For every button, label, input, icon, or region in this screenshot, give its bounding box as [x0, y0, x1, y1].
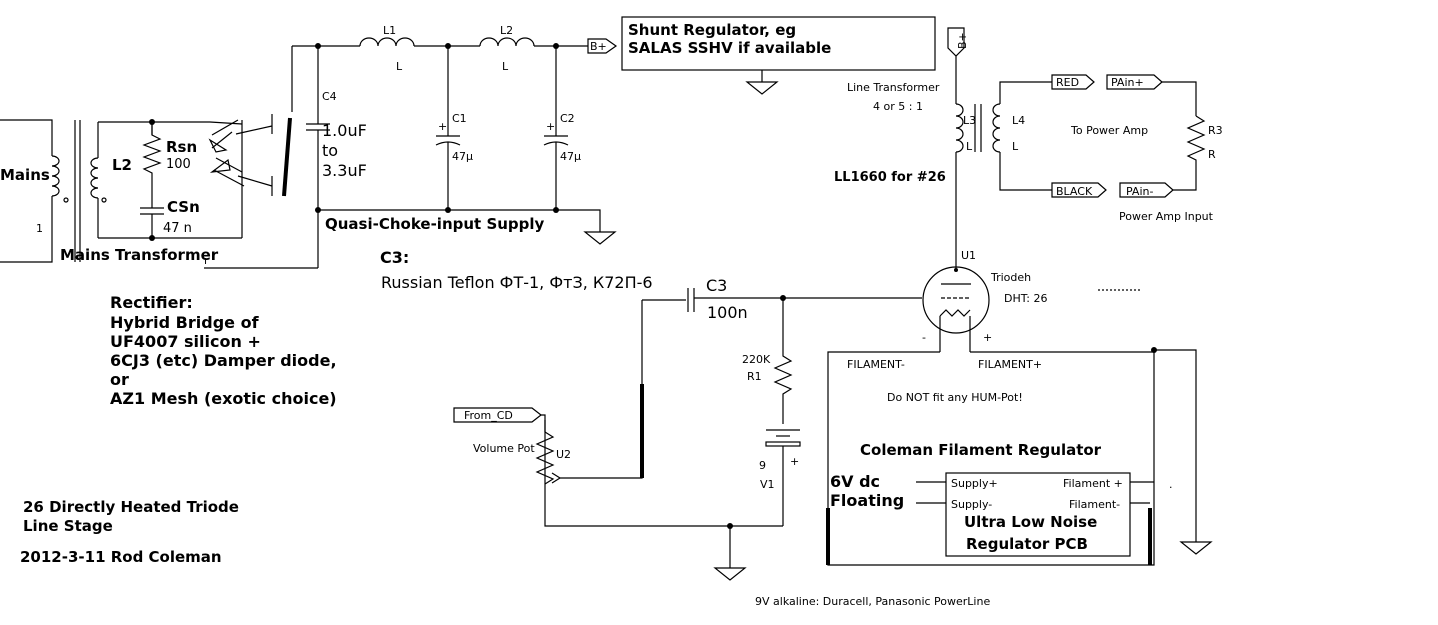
csn-ref: CSn — [167, 198, 200, 216]
rectifier-note-line: AZ1 Mesh (exotic choice) — [110, 389, 337, 408]
v1-value: 9 — [759, 459, 766, 472]
r1-value: 220K — [742, 353, 771, 366]
r1-ref: R1 — [747, 370, 762, 383]
mains-label: Mains — [0, 166, 50, 184]
c4-value: 3.3uF — [322, 161, 367, 180]
pcb-line: Regulator PCB — [966, 535, 1088, 553]
l4-type: L — [1012, 140, 1019, 153]
v1-ref: V1 — [760, 478, 775, 491]
tube-minus: - — [922, 331, 926, 344]
c4-value: 1.0uF — [322, 121, 367, 140]
grid-circuit — [453, 288, 922, 581]
secondary-ref: L2 — [112, 156, 132, 174]
hybrid-bridge — [152, 46, 318, 269]
v1-plus: + — [790, 455, 799, 468]
rsn-value: 100 — [166, 157, 191, 172]
triode-tube — [922, 266, 1140, 352]
pcb-line: Ultra Low Noise — [964, 513, 1097, 531]
tube-ref: U1 — [961, 249, 976, 262]
c4-value: to — [322, 141, 338, 160]
shunt-line-1: Shunt Regulator, eg — [628, 21, 796, 39]
line-xfmr-ratio: 4 or 5 : 1 — [873, 100, 923, 113]
part-note: LL1660 for #26 — [834, 170, 946, 185]
supply-title: Quasi-Choke-input Supply — [325, 215, 545, 233]
tube-type: Triodeh — [990, 271, 1031, 284]
rsn-ref: Rsn — [166, 138, 197, 156]
filament-plus-pin: Filament + — [1063, 477, 1123, 490]
supply-spec: Floating — [830, 491, 904, 510]
line-transformer — [947, 27, 1206, 270]
power-amp-input: Power Amp Input — [1119, 210, 1214, 223]
black-label: BLACK — [1056, 185, 1093, 198]
rectifier-note-line: 6CJ3 (etc) Damper diode, — [110, 351, 337, 370]
l3-type: L — [966, 140, 973, 153]
c2-ref: C2 — [560, 112, 575, 125]
drawing-title: Line Stage — [23, 517, 113, 535]
filament-minus-label: FILAMENT- — [847, 358, 905, 371]
to-power-amp: To Power Amp — [1070, 124, 1148, 137]
c3-note-text: Russian Teflon ФТ-1, ФтЗ, К72П-6 — [381, 273, 653, 292]
c3-ref: C3 — [706, 276, 727, 295]
volume-pot-label: Volume Pot — [473, 442, 535, 455]
shunt-line-2: SALAS SSHV if available — [628, 39, 831, 57]
c1-value: 47µ — [452, 150, 473, 163]
date-author: 2012-3-11 Rod Coleman — [20, 548, 222, 566]
c3-note-heading: C3: — [380, 248, 409, 267]
l2-ref: L2 — [500, 24, 513, 37]
l1-type: L — [396, 60, 403, 73]
bplus-flag: B+ — [590, 40, 607, 53]
c1-plus: + — [438, 120, 447, 133]
pa-minus-label: PAin- — [1126, 185, 1153, 198]
c1-ref: C1 — [452, 112, 467, 125]
from-cd-label: From_CD — [464, 409, 513, 422]
supply-spec: 6V dc — [830, 472, 880, 491]
r3-ref: R3 — [1208, 124, 1223, 137]
filament-title: Coleman Filament Regulator — [860, 441, 1102, 459]
shunt-regulator — [621, 16, 936, 95]
dot-mark: . — [1169, 478, 1173, 491]
hum-pot-warning: Do NOT fit any HUM-Pot! — [887, 391, 1023, 404]
rectifier-note-line: Hybrid Bridge of — [110, 313, 260, 332]
tiny-mark: ı — [204, 254, 207, 267]
snubber — [140, 119, 164, 241]
mains-transformer — [0, 119, 242, 263]
rectifier-note-line: or — [110, 370, 129, 389]
volume-pot-ref: U2 — [556, 448, 571, 461]
tube-dht: DHT: 26 — [1004, 292, 1047, 305]
l2-type: L — [502, 60, 509, 73]
r3-type: R — [1208, 148, 1216, 161]
rectifier-note-line: UF4007 silicon + — [110, 332, 261, 351]
transformer-title: Mains Transformer — [60, 246, 219, 264]
tube-plus: + — [983, 331, 992, 344]
c3-value: 100n — [707, 303, 748, 322]
drawing-title: 26 Directly Heated Triode — [23, 498, 239, 516]
pa-plus-label: PAin+ — [1111, 76, 1144, 89]
supply-minus-pin: Supply- — [951, 498, 992, 511]
supply-plus-pin: Supply+ — [951, 477, 998, 490]
filament-minus-pin: Filament- — [1069, 498, 1120, 511]
bplus-out-flag: B+ — [956, 32, 969, 49]
filament-plus-label: FILAMENT+ — [978, 358, 1042, 371]
l4-ref: L4 — [1012, 114, 1025, 127]
line-xfmr-title: Line Transformer — [847, 81, 940, 94]
rectifier-note-line: Rectifier: — [110, 293, 193, 312]
filament-regulator — [826, 347, 1212, 566]
l1-ref: L1 — [383, 24, 396, 37]
battery-note: 9V alkaline: Duracell, Panasonic PowerLi… — [755, 595, 990, 608]
mains-ratio: 1 — [36, 222, 43, 235]
c4-ref: C4 — [322, 90, 337, 103]
c2-value: 47µ — [560, 150, 581, 163]
choke-supply — [292, 37, 618, 268]
red-label: RED — [1056, 76, 1079, 89]
c2-plus: + — [546, 120, 555, 133]
l3-ref: L3 — [963, 114, 976, 127]
csn-value: 47 n — [163, 221, 192, 236]
rectifier-notes: Rectifier: Hybrid Bridge of UF4007 silic… — [110, 293, 337, 408]
